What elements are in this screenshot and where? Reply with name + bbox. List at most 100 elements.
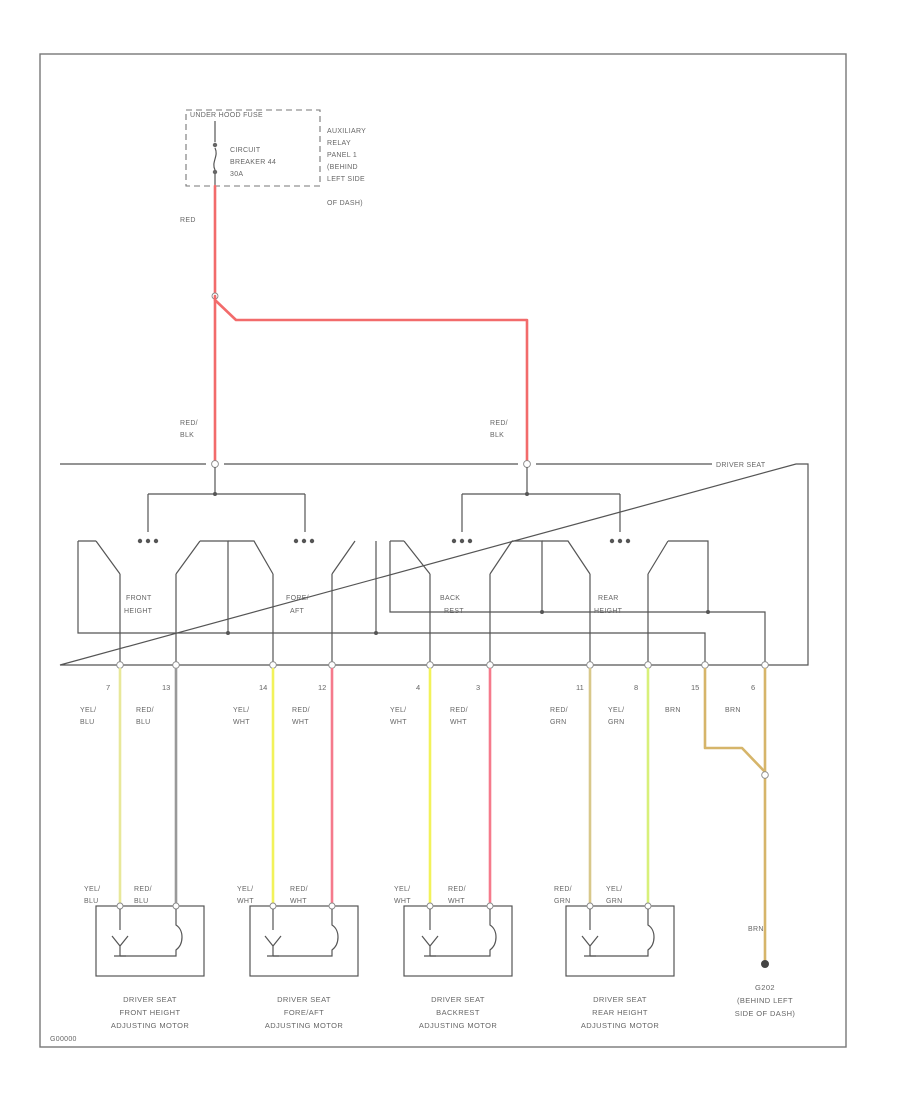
motor-wire-b-label: BLU	[134, 898, 149, 905]
seat-connector-pin	[701, 661, 709, 669]
pin-number: 6	[751, 683, 755, 692]
seat-connector-pin	[269, 661, 277, 669]
pin-wire-label: BLU	[80, 719, 95, 726]
motor-body	[565, 905, 675, 977]
splice	[761, 771, 769, 779]
pin-wire-label: YEL/	[390, 707, 406, 714]
pin-wire-label: RED/	[550, 707, 568, 714]
switch-back-rest: BACK REST	[403, 538, 544, 665]
auxiliary-relay-panel: UNDER HOOD FUSE CIRCUIT BREAKER 44 30A A…	[185, 109, 366, 207]
motor-symbol	[581, 909, 599, 957]
motor-caption: FRONT HEIGHT	[120, 1008, 181, 1017]
pin-wire-label: BLU	[136, 719, 151, 726]
pin-wire-label: WHT	[233, 719, 250, 726]
seat-connector-pin	[761, 661, 769, 669]
power-feed: RED RED/ BLK RED/ BLK	[180, 184, 529, 464]
motor-wire-a-label: RED/	[554, 886, 572, 893]
breaker-line-1: CIRCUIT	[230, 147, 261, 154]
relay-panel-line-3: PANEL 1	[327, 152, 357, 159]
seat-connector-pin	[486, 661, 494, 669]
motor-caption: DRIVER SEAT	[277, 995, 331, 1004]
diagram-border	[39, 53, 847, 1048]
motor-body	[95, 905, 205, 977]
motor-wire-a-label: WHT	[237, 898, 254, 905]
motor-body	[403, 905, 513, 977]
motor-caption: ADJUSTING MOTOR	[581, 1021, 660, 1030]
seat-connector-pin	[426, 661, 434, 669]
pin-wire-label: YEL/	[233, 707, 249, 714]
motor-winding	[273, 909, 339, 957]
motor-caption: DRIVER SEAT	[593, 995, 647, 1004]
pin-wire-label: RED/	[136, 707, 154, 714]
switch-fore-aft-line-2: AFT	[290, 608, 305, 615]
ground-g202: BRN G202 (BEHIND LEFT SIDE OF DASH)	[735, 926, 795, 1018]
branch-right-label-1: RED/	[490, 420, 508, 427]
motor-wire-b-label: YEL/	[606, 886, 622, 893]
motor-symbol	[111, 909, 129, 957]
fuse-header: UNDER HOOD FUSE	[190, 112, 263, 119]
switch-back-rest-line-1: BACK	[440, 595, 460, 602]
seat-connector-pin	[328, 661, 336, 669]
switch-fore-aft-line-1: FORE/	[286, 595, 309, 602]
switch-rear-height-line-2: HEIGHT	[594, 608, 623, 615]
pin-number: 12	[318, 683, 326, 692]
switch-rear-height: REAR HEIGHT	[542, 538, 710, 665]
branch-left-label-1: RED/	[180, 420, 198, 427]
pin-wire-label: WHT	[390, 719, 407, 726]
pin-wire-label: RED/	[450, 707, 468, 714]
seat-connector-pin	[586, 661, 594, 669]
motor-caption: FORE/AFT	[284, 1008, 324, 1017]
motor-wire-a-label: GRN	[554, 898, 570, 905]
motor-connector	[172, 902, 180, 910]
pin-wire-label: YEL/	[608, 707, 624, 714]
motor-wire-b-label: GRN	[606, 898, 622, 905]
motor-connector	[269, 902, 277, 910]
motor-wires: 7YEL/BLU13RED/BLU14YEL/WHT12RED/WHT4YEL/…	[80, 661, 769, 962]
pin-wire-label: BRN	[725, 707, 741, 714]
relay-panel-line-5: LEFT SIDE	[327, 176, 365, 183]
motor-connector	[328, 902, 336, 910]
pin-wire-label: WHT	[450, 719, 467, 726]
motor-wire-b-label: WHT	[448, 898, 465, 905]
pin-number: 3	[476, 683, 480, 692]
motor-wire-b-label: WHT	[290, 898, 307, 905]
seat-connector-pin	[172, 661, 180, 669]
pin-number: 8	[634, 683, 638, 692]
motor-body	[249, 905, 359, 977]
switch-rear-height-line-1: REAR	[598, 595, 619, 602]
breaker-line-2: BREAKER 44	[230, 159, 276, 166]
pin-number: 4	[416, 683, 420, 692]
pin-number: 11	[576, 683, 584, 692]
motor-connector	[644, 902, 652, 910]
feed-wire-label: RED	[180, 217, 196, 224]
switch-front-height-line-2: HEIGHT	[124, 608, 153, 615]
motor-connector	[116, 902, 124, 910]
pin-number: 14	[259, 683, 267, 692]
driver-seat-switch: DRIVER SEAT FRONT HEIGHT FORE/ AFT	[59, 460, 809, 666]
motor-wire-b-label: RED/	[134, 886, 152, 893]
relay-panel-line-4: (BEHIND	[327, 164, 358, 171]
seat-label: DRIVER SEAT	[716, 462, 766, 469]
motor-caption: DRIVER SEAT	[431, 995, 485, 1004]
motor-winding	[430, 909, 497, 957]
motor-caption: ADJUSTING MOTOR	[265, 1021, 344, 1030]
seat-connector-pin	[116, 661, 124, 669]
branch-right	[213, 298, 529, 464]
breaker-line-3: 30A	[230, 171, 243, 178]
switch-front-height: FRONT HEIGHT	[95, 538, 230, 665]
motor-connector	[426, 902, 434, 910]
motor-wire-a-label: WHT	[394, 898, 411, 905]
switch-front-height-line-1: FRONT	[126, 595, 152, 602]
motor-wire-a-label: YEL/	[84, 886, 100, 893]
relay-panel-line-6: OF DASH)	[327, 200, 363, 207]
pin-number: 15	[691, 683, 699, 692]
motor-connector	[486, 902, 494, 910]
pin-wire-label: GRN	[550, 719, 566, 726]
pin-wire-label: BRN	[665, 707, 681, 714]
motor-symbol	[264, 909, 282, 957]
pin-wire-label: YEL/	[80, 707, 96, 714]
